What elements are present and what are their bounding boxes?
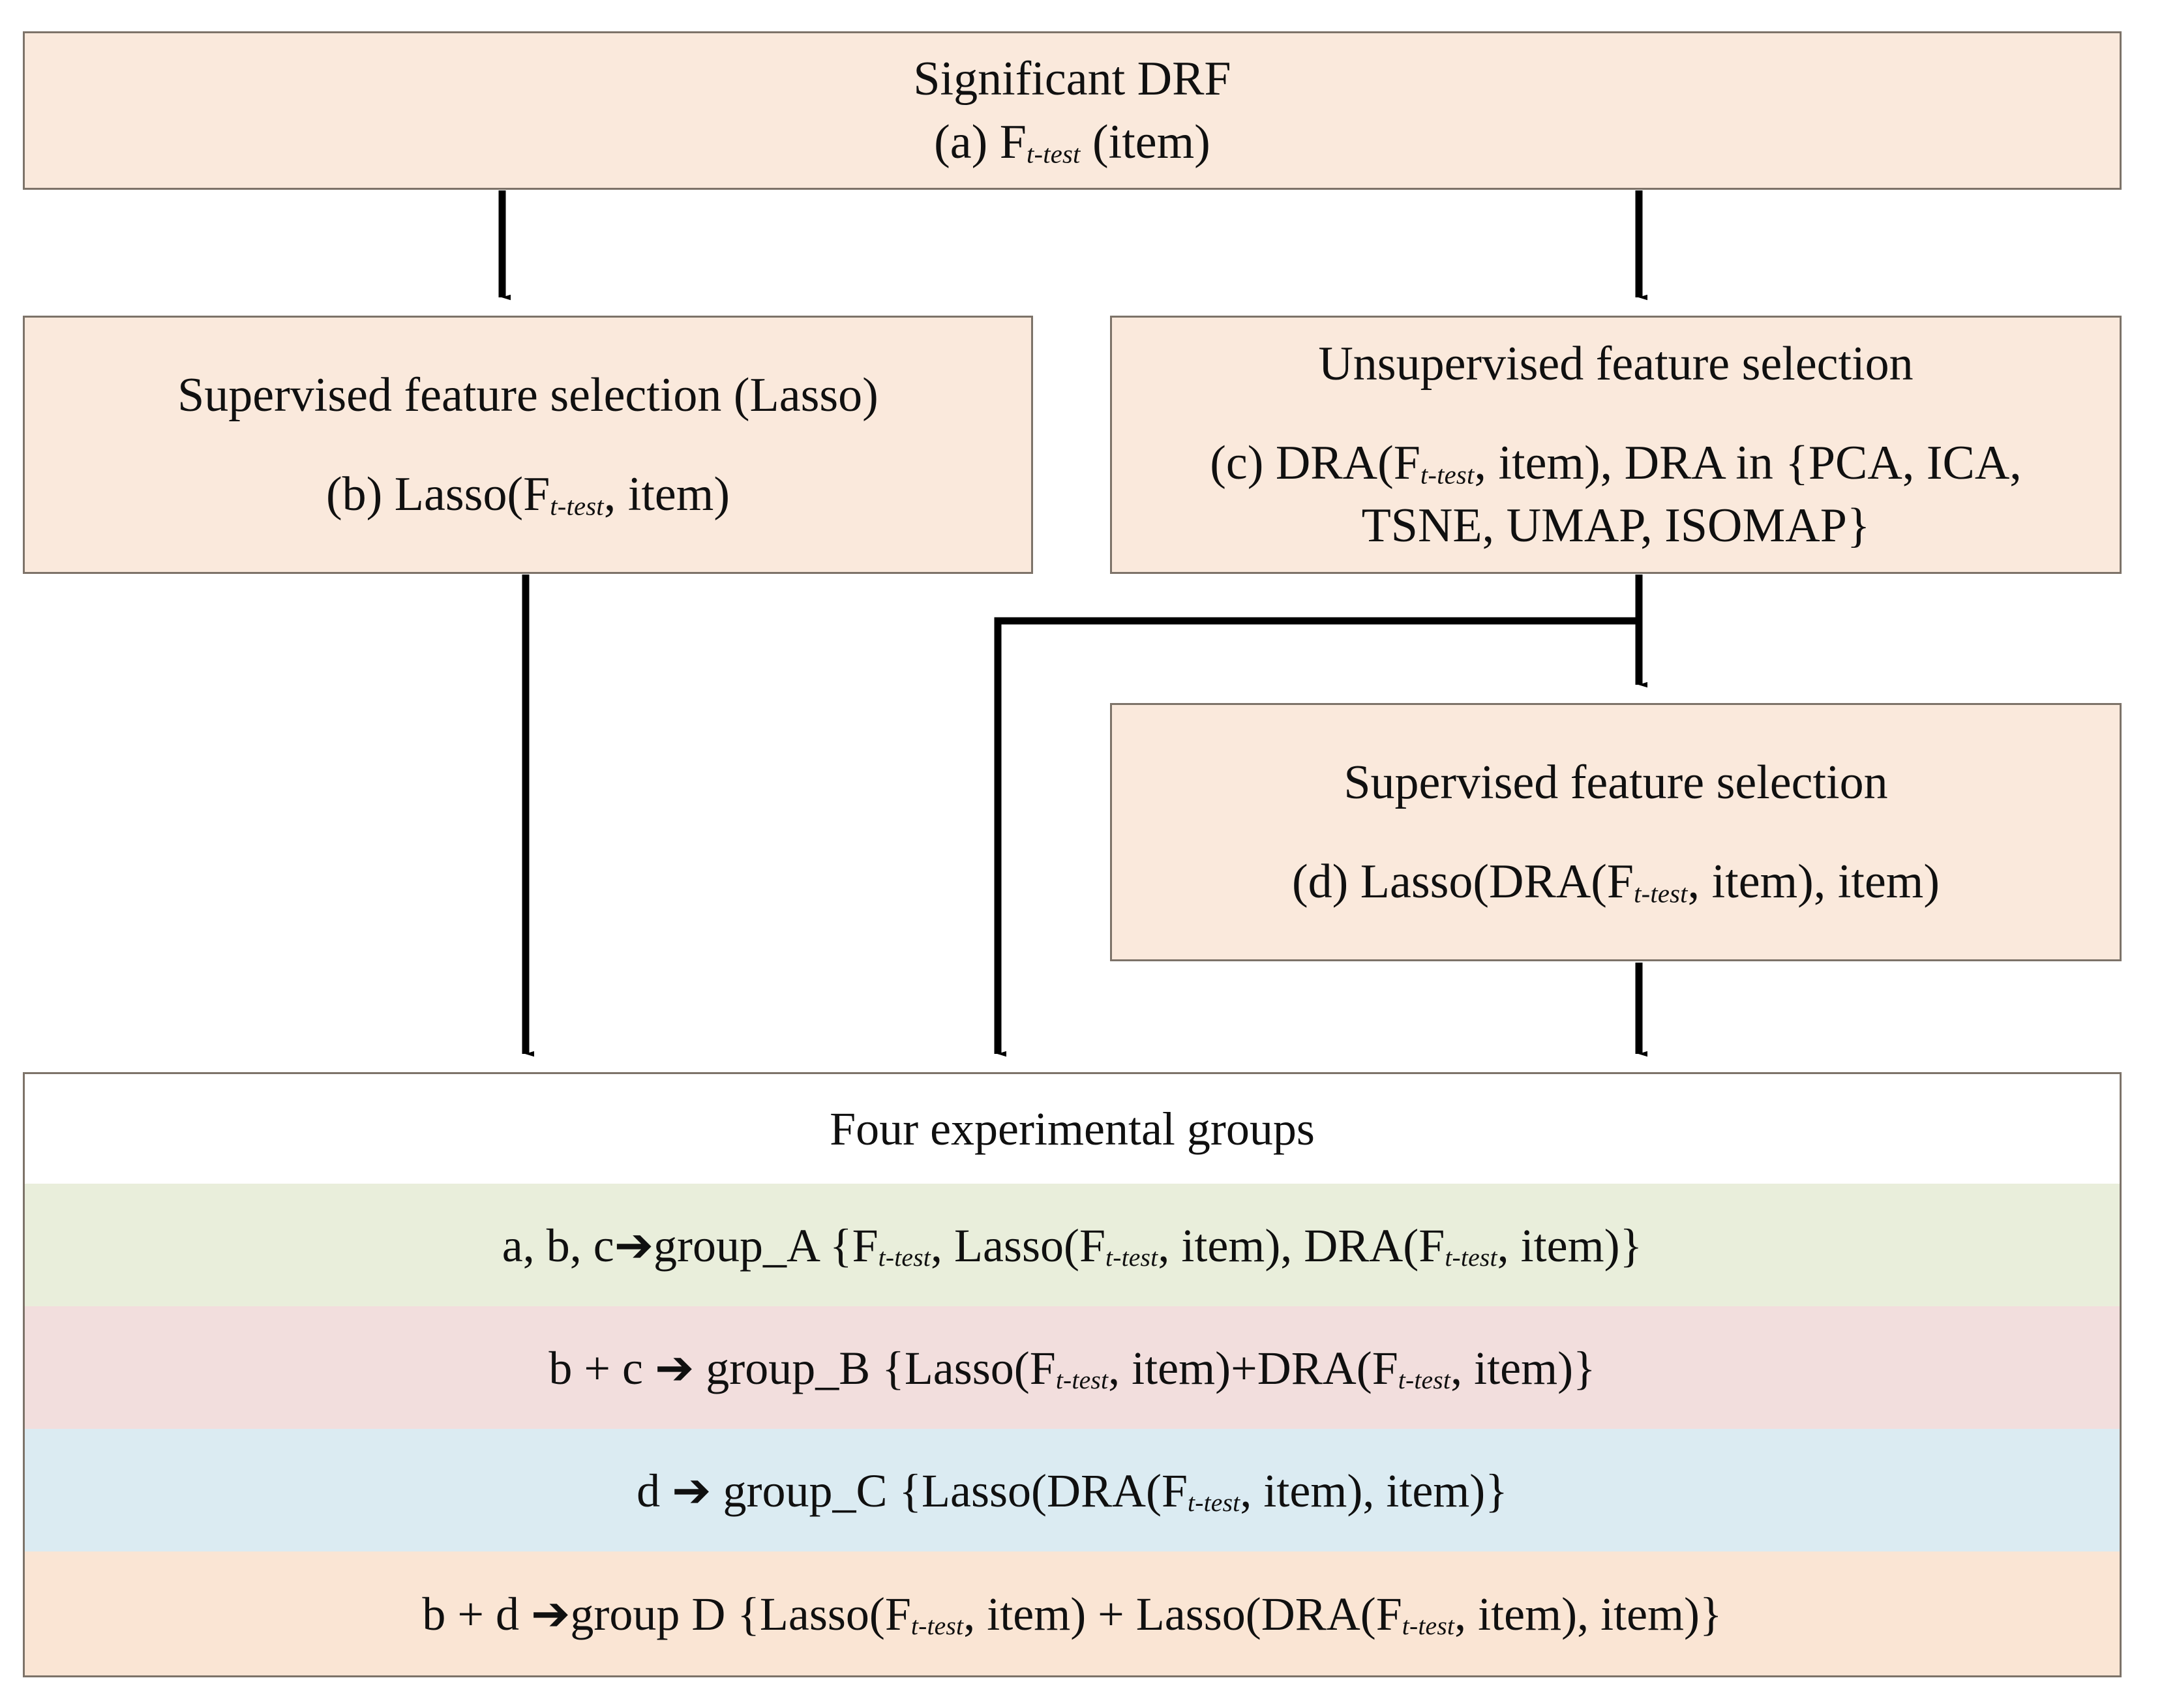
group-d-seg1: b + d [422,1587,532,1640]
panel-title: Four experimental groups [25,1074,2120,1184]
group-c-seg2: group_C {Lasso(DRA(F [711,1464,1188,1517]
group-b-seg3: , item)+DRA(F [1108,1341,1398,1394]
root-formula-prefix: (a) F [934,115,1027,169]
node-supervised-lasso[interactable]: Supervised feature selection (Lasso) (b)… [23,316,1033,574]
group-b-seg1: b + c [548,1341,655,1394]
group-a-seg2: group_A {F [653,1219,878,1272]
group-d-seg2: group D {Lasso(F [570,1587,911,1640]
group-a-seg1: a, b, c [502,1219,614,1272]
group-c-text: d ➔ group_C {Lasso(DRA(Ft-test, item), i… [637,1463,1508,1518]
group-c-seg3: , item), item)} [1240,1464,1508,1517]
dra-formula-suffix: , item), DRA in {PCA, ICA, [1474,436,2022,490]
arrow-glyph-icon: ➔ [614,1219,654,1272]
arrow-glyph-icon: ➔ [531,1587,571,1640]
group-a-sub1: t-test [878,1242,931,1272]
group-row-a[interactable]: a, b, c➔group_A {Ft-test, Lasso(Ft-test,… [25,1184,2120,1306]
group-a-seg5: , item)} [1497,1219,1643,1272]
lassodra-formula-suffix: , item), item) [1687,855,1940,908]
group-b-sub2: t-test [1398,1365,1451,1394]
group-a-seg4: , item), DRA(F [1158,1219,1445,1272]
dra-formula-subscript: t-test [1420,460,1475,490]
node-supervised-d-line2: (d) Lasso(DRA(Ft-test, item), item) [1112,850,2120,913]
group-b-text: b + c ➔ group_B {Lasso(Ft-test, item)+DR… [548,1340,1595,1396]
group-a-seg3: , Lasso(F [931,1219,1105,1272]
group-d-sub2: t-test [1402,1611,1455,1640]
lasso-formula-suffix: , item) [603,468,730,521]
lassodra-formula-prefix: (d) Lasso(DRA(F [1291,855,1634,908]
arrow-glyph-icon: ➔ [654,1341,695,1394]
root-formula-suffix: (item) [1080,115,1210,169]
lasso-formula-prefix: (b) Lasso(F [326,468,550,521]
node-supervised-d-line1: Supervised feature selection [1344,755,1888,809]
group-b-seg2: group_B {Lasso(F [694,1341,1056,1394]
panel-four-experimental-groups: Four experimental groups a, b, c➔group_A… [23,1072,2122,1677]
node-significant-drf-line1: Significant DRF [913,52,1231,106]
node-significant-drf-line2: (a) Ft-test (item) [25,111,2120,173]
node-supervised-lasso-line1: Supervised feature selection (Lasso) [177,368,878,422]
node-unsupervised-line3: TSNE, UMAP, ISOMAP} [1361,499,1870,553]
node-unsupervised-line2: (c) DRA(Ft-test, item), DRA in {PCA, ICA… [1112,432,2120,494]
group-b-seg4: , item)} [1450,1341,1596,1394]
group-d-sub1: t-test [910,1611,964,1640]
group-d-text: b + d ➔group D {Lasso(Ft-test, item) + L… [422,1586,1722,1641]
arrow-glyph-icon: ➔ [672,1464,712,1517]
group-row-c[interactable]: d ➔ group_C {Lasso(DRA(Ft-test, item), i… [25,1429,2120,1551]
group-d-seg3: , item) + Lasso(DRA(F [963,1587,1402,1640]
group-a-sub2: t-test [1105,1242,1158,1272]
group-a-sub3: t-test [1445,1242,1497,1272]
group-c-sub1: t-test [1188,1488,1240,1517]
group-c-seg1: d [637,1464,672,1517]
root-formula-subscript: t-test [1026,138,1081,168]
lasso-formula-subscript: t-test [550,491,604,521]
dra-formula-prefix: (c) DRA(F [1210,436,1420,490]
node-unsupervised-line1: Unsupervised feature selection [1318,337,1914,391]
group-d-seg4: , item), item)} [1454,1587,1722,1640]
group-b-sub1: t-test [1055,1365,1109,1394]
group-row-d[interactable]: b + d ➔group D {Lasso(Ft-test, item) + L… [25,1551,2120,1675]
group-row-b[interactable]: b + c ➔ group_B {Lasso(Ft-test, item)+DR… [25,1306,2120,1429]
group-a-text: a, b, c➔group_A {Ft-test, Lasso(Ft-test,… [502,1218,1642,1273]
node-unsupervised[interactable]: Unsupervised feature selection (c) DRA(F… [1110,316,2122,574]
node-supervised-lasso-line2: (b) Lasso(Ft-test, item) [25,463,1031,526]
node-supervised-d[interactable]: Supervised feature selection (d) Lasso(D… [1110,703,2122,961]
node-significant-drf[interactable]: Significant DRF (a) Ft-test (item) [23,31,2122,190]
lassodra-formula-subscript: t-test [1634,878,1688,908]
